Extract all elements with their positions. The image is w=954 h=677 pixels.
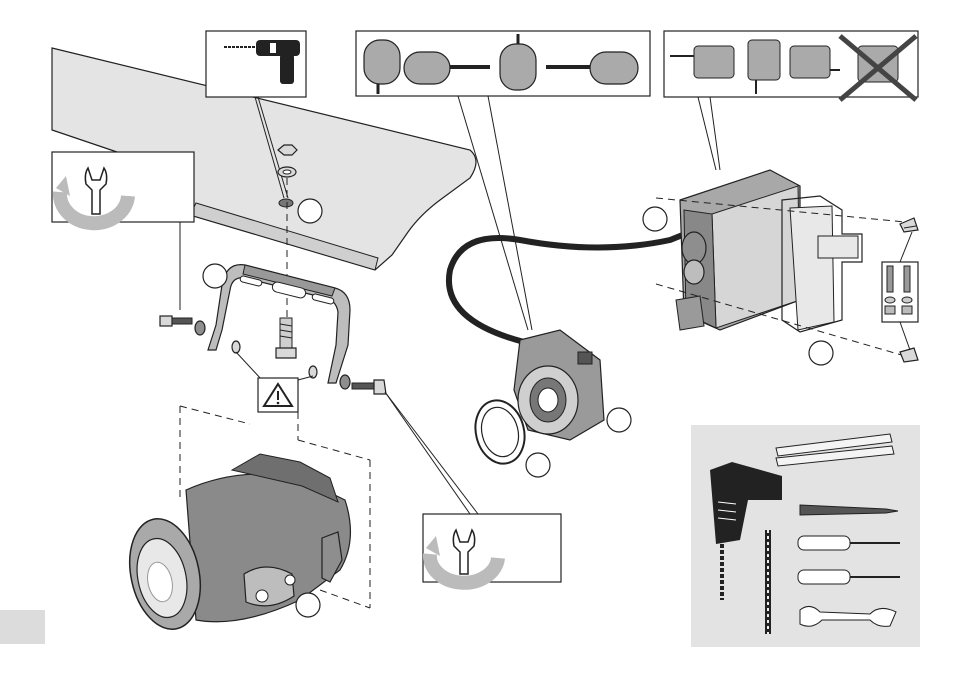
torque-callout-left [52,152,194,310]
callout-marker [203,264,227,288]
connector [514,330,604,440]
warning-callout [236,352,313,412]
mounting-bracket [208,265,350,383]
cable [449,232,690,342]
callout-marker [809,341,833,365]
callout-marker [643,207,667,231]
control-module [676,170,862,332]
left-bolt [160,316,240,353]
mounting-orientation-callout [664,31,918,170]
right-bolt [309,366,386,394]
tools-panel [691,425,920,647]
callout-marker [526,453,550,477]
callout-marker [296,593,320,617]
callout-marker [298,199,322,223]
center-bolt [276,318,296,358]
page-tab [0,610,45,644]
callout-marker [607,408,631,432]
module-screws [882,218,918,362]
